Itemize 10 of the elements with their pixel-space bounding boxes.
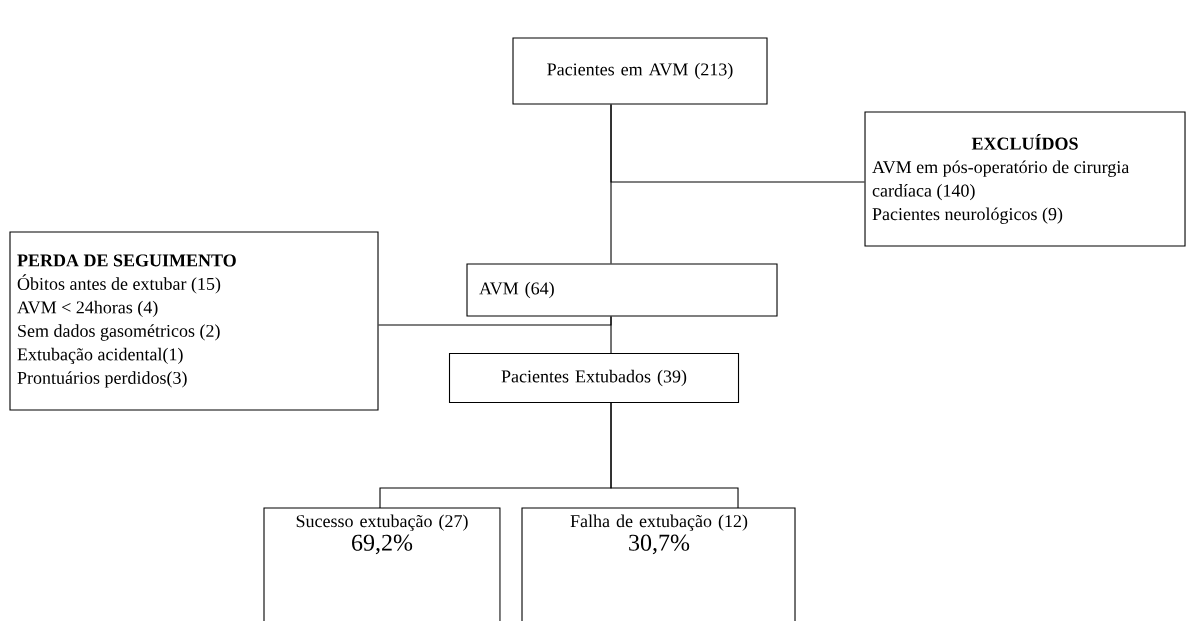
flow-box: Falha de extubação (12) 30,7% <box>521 507 796 621</box>
flow-box: Pacientes em AVM (213) <box>512 37 768 105</box>
flow-box: Pacientes Extubados (39) <box>448 352 740 404</box>
flow-box: Sucesso extubação (27) 69,2% <box>263 507 501 621</box>
connector-line <box>378 316 612 326</box>
flow-box: EXCLUÍDOS AVM em pós-operatório de cirurgia cardíaca (140) Pacientes neurológicos (9) <box>864 111 1186 247</box>
flow-box: AVM (64) <box>466 263 778 317</box>
flow-box: PERDA DE SEGUIMENTO Óbitos antes de extubar (15) AVM < 24horas (4) Sem dados gasométricos (2) Extubação acidental(1) Prontuários perdidos(3) <box>9 231 379 411</box>
connector-line <box>610 104 865 183</box>
connector-line <box>610 402 739 509</box>
